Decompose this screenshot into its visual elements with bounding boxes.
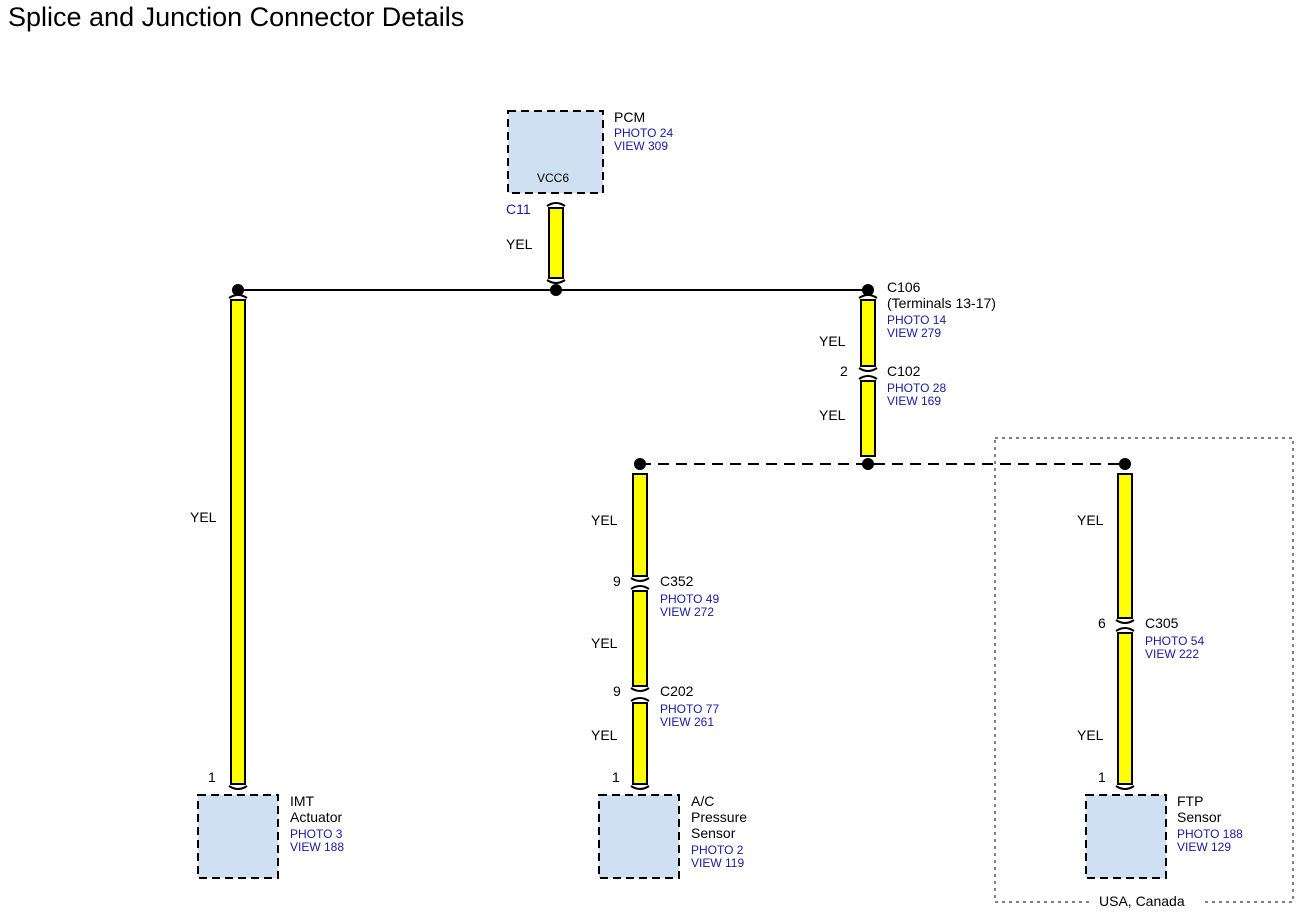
ftp-sensor-box [1085,794,1167,879]
c305-photo-link[interactable]: PHOTO 54 [1145,634,1204,648]
c106-wire-color: YEL [819,333,846,349]
c352-name: C352 [660,573,694,589]
c202-name: C202 [660,683,694,699]
c352-view-link[interactable]: VIEW 272 [660,605,714,619]
pcm-wire [548,207,564,279]
ac-pin: 1 [612,769,620,785]
c202-photo-link[interactable]: PHOTO 77 [660,702,719,716]
c102-splice-wire [860,380,876,457]
ac-view-link[interactable]: VIEW 119 [691,856,744,870]
imt-wire-color: YEL [190,509,217,525]
ac-photo-link[interactable]: PHOTO 2 [691,843,744,857]
ac-wire-segment-2 [632,590,648,687]
imt-view-link[interactable]: VIEW 188 [290,840,344,854]
c352-wire-color: YEL [591,512,618,528]
c352-pin: 9 [613,573,621,589]
ac-pressure-sensor-box [598,794,680,879]
c106-c102-wire [860,299,876,367]
c352-photo-link[interactable]: PHOTO 49 [660,592,719,606]
c305-view-link[interactable]: VIEW 222 [1145,647,1199,661]
pcm-view-link[interactable]: VIEW 309 [614,139,668,153]
ftp-photo-link[interactable]: PHOTO 188 [1177,827,1243,841]
c305-wire-color: YEL [1077,512,1104,528]
ftp-wire-color: YEL [1077,727,1104,743]
c202-wire-color: YEL [591,635,618,651]
ftp-pin: 1 [1098,769,1106,785]
pcm-pin-label: VCC6 [537,171,569,185]
c102-photo-link[interactable]: PHOTO 28 [887,381,946,395]
ac-name-line3: Sensor [691,825,736,841]
c106-view-link[interactable]: VIEW 279 [887,326,941,340]
ftp-name-line2: Sensor [1177,809,1222,825]
page-title: Splice and Junction Connector Details [8,2,465,32]
pcm-photo-link[interactable]: PHOTO 24 [614,126,673,140]
c102-pin: 2 [840,363,848,379]
ac-wire-segment-1 [632,473,648,577]
splice-dot-ftp [1119,458,1131,470]
splice-dot-right [862,284,874,296]
c102-wire-color: YEL [819,407,846,423]
splice-dot-left [232,284,244,296]
splice-dot-center [550,284,562,296]
c202-view-link[interactable]: VIEW 261 [660,715,714,729]
imt-actuator-box [197,794,279,879]
pcm-name: PCM [614,109,645,125]
ac-name-line1: A/C [691,793,714,809]
c202-pin: 9 [613,683,621,699]
pcm-wire-color: YEL [506,236,533,252]
imt-wire [230,299,246,785]
ac-wire-segment-3 [632,702,648,785]
c106-photo-link[interactable]: PHOTO 14 [887,313,946,327]
c305-pin: 6 [1098,615,1106,631]
ac-name-line2: Pressure [691,809,747,825]
c102-view-link[interactable]: VIEW 169 [887,394,941,408]
ac-wire-color: YEL [591,727,618,743]
pcm-box [507,110,604,194]
imt-name-line1: IMT [290,793,315,809]
c106-terminals: (Terminals 13-17) [887,295,996,311]
ftp-wire-segment-1 [1117,473,1133,619]
splice-dot-ac [634,458,646,470]
pcm-connector-label: C11 [506,201,531,217]
imt-pin: 1 [208,769,216,785]
c102-name: C102 [887,363,921,379]
ftp-wire-segment-2 [1117,632,1133,785]
c106-name: C106 [887,279,921,295]
ftp-view-link[interactable]: VIEW 129 [1177,840,1231,854]
c305-name: C305 [1145,615,1179,631]
ftp-name-line1: FTP [1177,793,1203,809]
imt-name-line2: Actuator [290,809,342,825]
splice-dot-lower-center [862,458,874,470]
region-label: USA, Canada [1099,893,1185,909]
imt-photo-link[interactable]: PHOTO 3 [290,827,343,841]
